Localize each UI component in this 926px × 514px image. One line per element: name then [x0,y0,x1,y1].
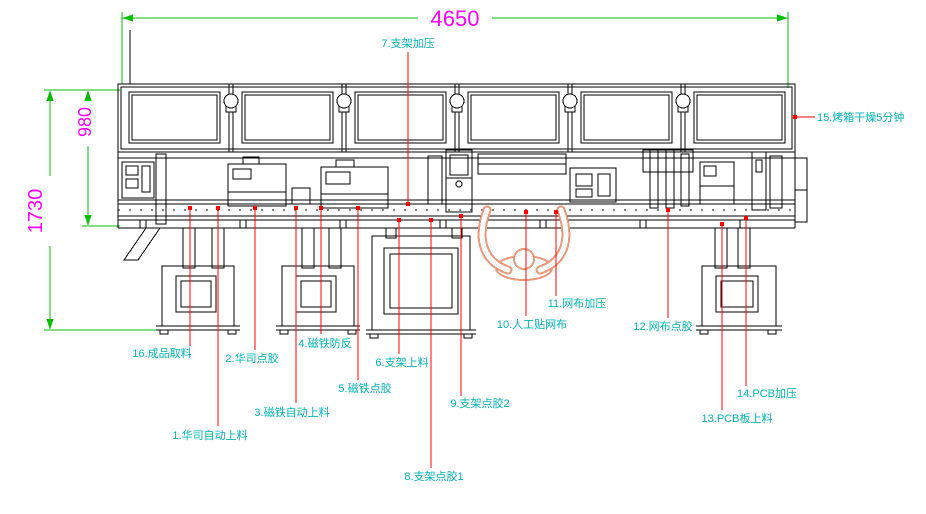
lifting-eye [336,93,352,113]
station-label-16: 16.成品取料 [132,346,191,360]
station-label-11: 11.网布加压 [548,297,606,310]
leader-station-14 [744,216,748,386]
support-columns [182,227,751,269]
station-label-12: 12.网布点胶 [633,319,692,333]
conveyor-belt [118,199,795,221]
station-label-13: 13.PCB板上料 [702,411,773,425]
right-end-towers [751,151,783,211]
cabinet-row [117,30,796,153]
mesh-press-unit [569,167,617,203]
pcb-station-unit [699,161,735,205]
station-label-14: 14.PCB加压 [737,387,797,400]
cabinet-window [128,91,221,144]
station-label-2: 2.华司点胶 [225,351,278,365]
magnet-dispense-unit [320,159,389,209]
station-label-9: 9.支架点胶2 [450,396,509,410]
dimension-upper-height-value: 980 [75,107,95,137]
lifting-eye [675,93,691,113]
pedestal-center [366,235,476,339]
mesh-dispense-gantry [642,149,694,209]
leader-station-15 [793,115,815,119]
leader-station-5 [356,206,360,380]
pedestal-4 [696,265,782,335]
leader-station-8 [429,218,433,468]
pedestal-2 [276,265,360,335]
leader-lines [188,52,815,468]
left-feeder-assembly [121,153,167,261]
frame-press-tower [427,149,473,213]
leader-station-16 [188,206,192,346]
cabinet-window [241,91,334,144]
leader-station-2 [253,206,257,350]
cabinet-window [467,91,560,144]
dimension-total-width-value: 4650 [431,6,480,31]
leader-station-11 [554,210,558,296]
lifting-eye [562,93,578,113]
cabinet-window [693,91,786,144]
station-label-3: 3.磁铁自动上料 [254,405,329,419]
leader-station-1 [216,206,220,426]
station-label-7: 7.支架加压 [381,37,434,50]
station-label-5: 5.磁铁点胶 [338,381,391,395]
leader-station-13 [720,222,724,410]
dimension-total-height: 1730 [25,89,162,331]
leader-station-4 [319,206,323,334]
leader-station-7 [406,52,410,206]
leader-station-3 [294,206,298,403]
station-label-15: 15.烤箱干燥5分钟 [817,110,904,124]
operator-figure [477,205,571,281]
dimension-total-height-value: 1730 [25,189,47,234]
pedestal-1 [156,265,240,335]
leader-station-10 [524,210,528,316]
station-label-6: 6.支架上料 [375,355,428,369]
leader-station-9 [459,214,463,396]
cabinet-window [580,91,673,144]
lifting-eye [223,93,239,113]
station-label-1: 1.华司自动上料 [172,428,247,442]
cabinet-window [354,91,447,144]
leader-station-6 [397,218,401,354]
dimension-total-width: 4650 [121,6,789,88]
manual-station-table [477,153,567,175]
station-label-10: 10.人工贴网布 [497,317,567,331]
station-label-4: 4.磁铁防反 [298,336,351,350]
leader-station-12 [666,208,670,318]
washer-dispense-unit [227,156,311,207]
station-label-8: 8.支架点胶1 [404,469,463,483]
lifting-eye [449,93,465,113]
dimension-upper-height: 980 [75,90,120,227]
